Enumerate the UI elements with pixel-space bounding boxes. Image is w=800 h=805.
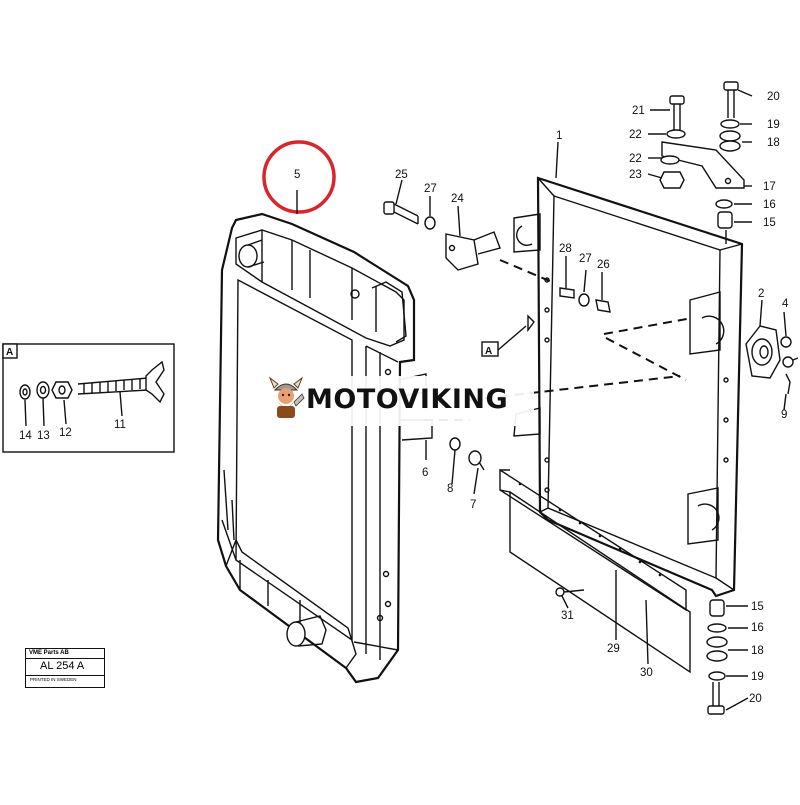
viking-mascot-icon (266, 374, 306, 422)
callout-19b: 19 (751, 671, 764, 683)
callout-26: 26 (597, 259, 610, 271)
callout-6: 6 (422, 467, 428, 479)
leader-lines (24, 89, 799, 711)
callout-2: 2 (758, 288, 764, 300)
seal-strips (499, 468, 691, 674)
callout-18a: 18 (767, 137, 780, 149)
callout-4: 4 (782, 298, 789, 310)
callout-22a: 22 (629, 129, 642, 141)
rubber-isolator (603, 317, 794, 395)
callout-19a: 19 (767, 119, 780, 131)
callout-27b: 27 (579, 253, 592, 265)
bottom-mount-hardware (706, 599, 728, 715)
callout-1: 1 (556, 130, 562, 142)
callout-31: 31 (561, 610, 574, 622)
watermark-text: MOTOVIKING (306, 384, 509, 415)
callout-13: 13 (37, 430, 50, 442)
callout-30: 30 (640, 667, 653, 679)
detail-a-label: A (6, 347, 13, 358)
left-mount-hardware (383, 201, 611, 313)
stamp-company: VME Parts AB (29, 650, 69, 656)
callout-21: 21 (632, 105, 645, 117)
view-a-label: A (485, 346, 492, 357)
callout-11: 11 (114, 419, 126, 431)
callout-12: 12 (59, 427, 72, 439)
callout-17: 17 (763, 181, 776, 193)
callout-5: 5 (294, 169, 300, 181)
callout-23: 23 (629, 169, 642, 181)
callout-15b: 15 (751, 601, 764, 613)
callout-29: 29 (607, 643, 620, 655)
highlight-circle (262, 140, 336, 214)
radiator (216, 212, 433, 684)
callout-25: 25 (395, 169, 408, 181)
view-a-marker (481, 314, 535, 357)
callout-20a: 20 (767, 91, 780, 103)
top-mount-hardware (659, 81, 745, 244)
callout-14: 14 (19, 430, 32, 442)
callout-20b: 20 (749, 693, 762, 705)
catalog-stamp: VME Parts AB AL 254 A PRINTED IN SWEDEN (25, 648, 105, 688)
callout-7: 7 (470, 499, 476, 511)
callout-16a: 16 (763, 199, 776, 211)
callout-9: 9 (781, 409, 787, 421)
detail-a-box (2, 343, 175, 453)
radiator-frame (513, 176, 744, 598)
stamp-printed: PRINTED IN SWEDEN (30, 677, 77, 682)
callout-22b: 22 (629, 153, 642, 165)
callout-8: 8 (447, 483, 453, 495)
callout-15a: 15 (763, 217, 776, 229)
callout-16b: 16 (751, 622, 764, 634)
callout-27a: 27 (424, 183, 437, 195)
watermark-band (262, 376, 534, 426)
callout-28: 28 (559, 243, 572, 255)
callout-18b: 18 (751, 645, 764, 657)
stamp-code: AL 254 A (40, 660, 85, 672)
callout-24: 24 (451, 193, 464, 205)
